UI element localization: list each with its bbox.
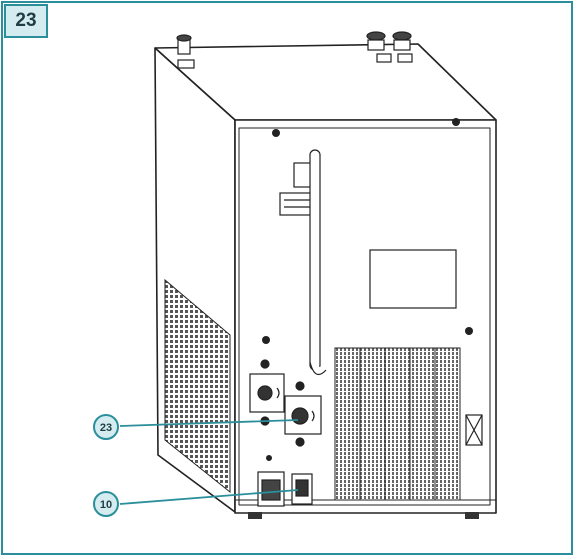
figure-number-badge: 23 [4,4,48,38]
callout-10: 10 [93,489,299,517]
type-plate [369,249,457,309]
top-water-connectors [176,31,413,69]
mounting-screws [262,118,473,461]
power-section [257,471,313,507]
callout-label-10: 10 [100,499,112,511]
device-feet [248,512,479,519]
warning-label-icon [465,414,483,446]
figure-number: 23 [15,10,37,31]
callout-label-23: 23 [100,422,112,434]
side-ventilation-grille [164,278,231,494]
overflow-tube [279,149,327,376]
rear-heat-exchanger-grille [334,347,461,501]
callout-23: 23 [93,414,299,440]
interface-connectors [249,359,322,447]
